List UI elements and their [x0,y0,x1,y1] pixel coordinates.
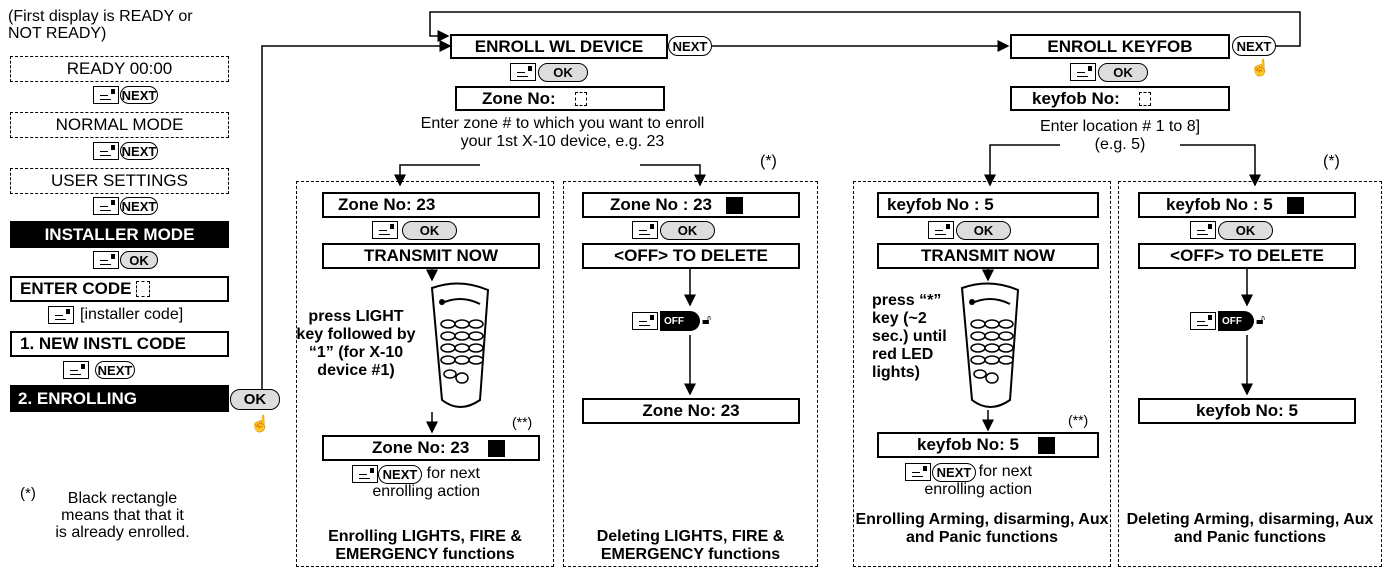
zone-no-display: Zone No : 23 [582,192,800,218]
off-to-delete-display: <OFF> TO DELETE [582,243,800,269]
footnote-double-star: (**) [512,414,532,430]
keyfob-hint-1: Enter location # 1 to 8] [1010,118,1230,136]
menu-key-icon[interactable] [632,221,658,239]
keyfob-no-label: keyfob No: [1032,89,1120,109]
ok-button[interactable]: OK [402,221,457,240]
installer-mode-display: INSTALLER MODE [10,221,229,248]
keyfob-no-display: keyfob No: [1010,86,1230,111]
ok-button[interactable]: OK [1218,221,1273,240]
next-hint: for next enrolling action [922,463,1032,499]
menu-key-icon[interactable] [372,221,398,239]
zone-no-result-label: Zone No: 23 [372,438,469,458]
user-settings-display: USER SETTINGS [10,168,229,194]
ok-button[interactable]: OK [120,251,158,269]
pointing-hand-icon: ☝ [250,414,270,434]
remote-control-icon [950,282,1030,414]
keyfob-hint-2: (e.g. 5) [1060,136,1180,154]
enroll-wl-device-display: ENROLL WL DEVICE [450,34,668,59]
instruction-text: press LIGHT key followed by “1” (for X-1… [296,308,416,380]
footnote-double-star: (**) [1068,412,1088,428]
remote-control-icon [420,282,500,414]
zone-no-display: Zone No: 23 [322,192,540,218]
footnote-star: (*) [760,153,777,171]
zone-no-label: Zone No: [482,89,556,109]
off-button[interactable]: OFF [660,311,700,331]
sidebar-intro: (First display is READY or NOT READY) [8,8,228,42]
transmit-now-display: TRANSMIT NOW [322,243,540,269]
zone-no-label: Zone No : 23 [610,195,712,215]
footnote-star: (*) [1323,153,1340,171]
transmit-now-display: TRANSMIT NOW [877,243,1099,269]
keyfob-no-result-label: keyfob No: 5 [917,435,1019,455]
next-hint: for next enrolling action [370,465,480,501]
menu-key-icon[interactable] [93,251,119,269]
menu-key-icon[interactable] [48,306,74,324]
new-instl-code-display: 1. NEW INSTL CODE [10,331,229,357]
panel-caption: Deleting LIGHTS, FIRE & EMERGENCY functi… [563,528,818,564]
menu-key-icon[interactable] [510,63,536,81]
zone-no-result: Zone No: 23 [322,435,540,461]
cursor-icon [136,281,150,297]
pointing-hand-icon: ☝ [1250,58,1270,78]
enroll-keyfob-display: ENROLL KEYFOB [1010,34,1230,59]
off-to-delete-display: <OFF> TO DELETE [1138,243,1356,269]
enrolled-marker [1287,197,1304,214]
menu-key-icon[interactable] [1190,221,1216,239]
off-button[interactable]: OFF [1218,311,1254,331]
enter-code-display: ENTER CODE [10,276,229,302]
ok-button[interactable]: OK [230,389,280,410]
menu-key-icon[interactable] [928,221,954,239]
zone-no-result: Zone No: 23 [582,398,800,424]
enter-code-label: ENTER CODE [20,279,131,299]
panel-caption: Enrolling Arming, disarming, Aux and Pan… [853,511,1111,547]
footnote-mark: (*) [20,485,36,502]
keyfob-no-display: keyfob No : 5 [1138,192,1356,218]
off-label: OFF [664,316,684,327]
zone-no-display: Zone No: [455,86,665,111]
enrolling-display: 2. ENROLLING [10,385,229,412]
menu-key-icon[interactable] [1070,63,1096,81]
enrolled-marker [726,197,743,214]
unlock-icon: 🔓︎ [702,311,711,328]
off-label: OFF [1222,316,1242,327]
next-button[interactable]: NEXT [668,36,712,56]
cursor-icon [1139,92,1151,106]
next-button[interactable]: NEXT [1232,36,1276,56]
menu-key-icon[interactable] [632,312,658,330]
keyfob-no-result: keyfob No: 5 [877,432,1099,458]
panel-caption: Deleting Arming, disarming, Aux and Pani… [1118,511,1382,547]
ok-button[interactable]: OK [1098,63,1148,82]
next-button[interactable]: NEXT [120,86,158,104]
ok-button[interactable]: OK [956,221,1011,240]
next-button[interactable]: NEXT [95,361,135,379]
panel-caption: Enrolling LIGHTS, FIRE & EMERGENCY funct… [296,528,554,564]
next-button[interactable]: NEXT [120,197,158,215]
keyfob-no-label: keyfob No : 5 [1166,195,1273,215]
enrolled-marker [1038,437,1055,454]
menu-key-icon[interactable] [93,142,119,160]
ready-display: READY 00:00 [10,56,229,82]
zone-hint: Enter zone # to which you want to enroll… [420,115,705,151]
installer-code-hint: [installer code] [80,306,183,324]
menu-key-icon[interactable] [93,86,119,104]
next-button[interactable]: NEXT [120,142,158,160]
enrolled-marker [488,440,505,457]
ok-button[interactable]: OK [660,221,715,240]
keyfob-no-result: keyfob No: 5 [1138,398,1356,424]
keyfob-no-display: keyfob No : 5 [877,192,1099,218]
ok-button[interactable]: OK [538,63,588,82]
normal-mode-display: NORMAL MODE [10,112,229,138]
cursor-icon [575,92,587,106]
menu-key-icon[interactable] [93,197,119,215]
menu-key-icon[interactable] [63,361,89,379]
footnote-text: Black rectangle means that that it is al… [55,490,190,541]
unlock-icon: 🔓︎ [1256,311,1265,328]
menu-key-icon[interactable] [1190,312,1216,330]
